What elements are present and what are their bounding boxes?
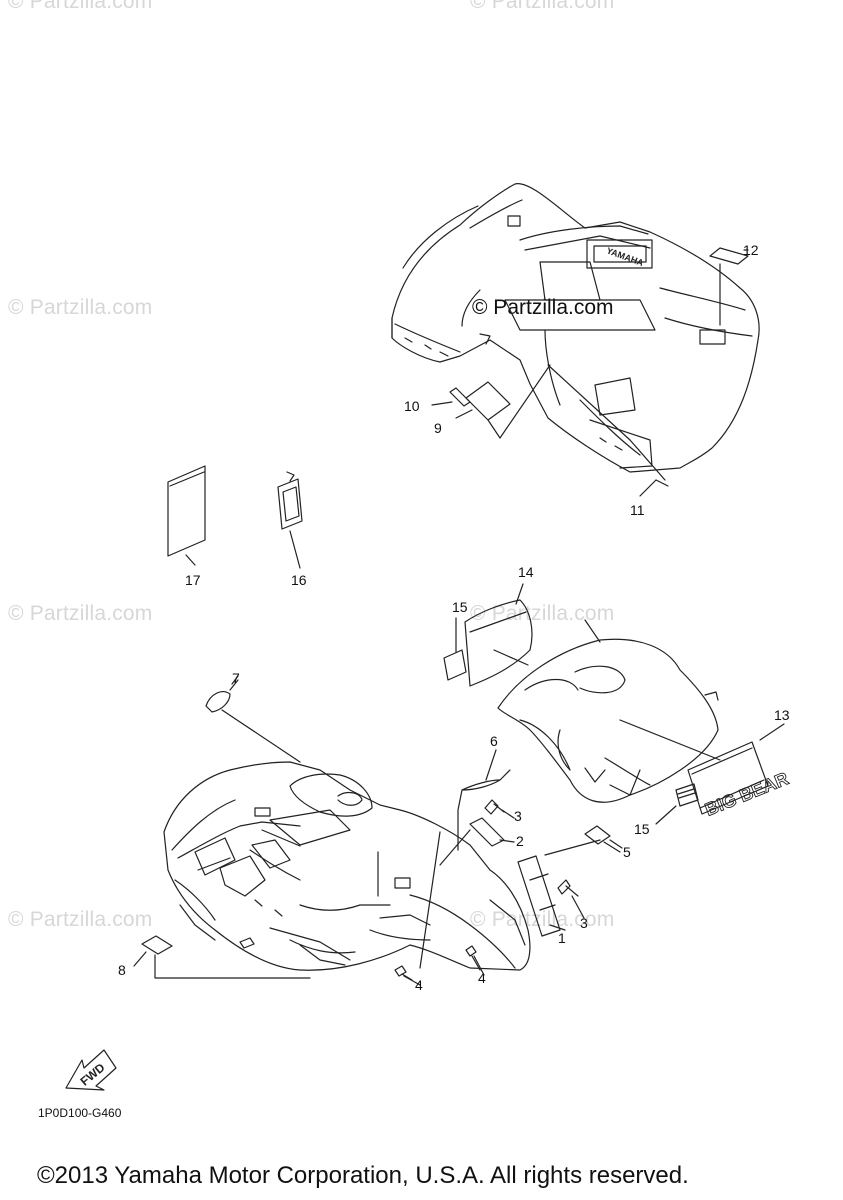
callout-3-lower: 3 (580, 915, 588, 931)
part-4-nut-right (465, 945, 481, 971)
callout-15-top: 15 (452, 599, 468, 615)
part-5-decal (584, 825, 623, 849)
callout-16: 16 (291, 572, 307, 588)
fwd-arrow (65, 1049, 117, 1091)
callout-17: 17 (185, 572, 201, 588)
callout-13: 13 (774, 707, 790, 723)
front-fender (163, 761, 531, 971)
callout-1: 1 (558, 930, 566, 946)
tank-cover (497, 619, 719, 803)
watermark: © Partzilla.com (8, 296, 153, 319)
callout-11: 11 (630, 502, 645, 518)
part-17-sticker (167, 465, 206, 557)
watermark: © Partzilla.com (8, 908, 153, 931)
rear-fender-emblem-text: YAMAHA (605, 246, 645, 269)
callout-15-bottom: 15 (634, 821, 650, 837)
part-15-decal-bottom (675, 783, 699, 807)
part-4-nut-left (394, 965, 413, 981)
part-2-plate (439, 817, 505, 866)
watermark: © Partzilla.com (470, 908, 615, 931)
part-3-screw-upper (484, 799, 505, 815)
leader-lines (133, 249, 785, 986)
part-10-screw (449, 387, 471, 407)
watermark: © Partzilla.com (8, 602, 153, 625)
callout-9: 9 (434, 420, 442, 436)
part-1-bracket (517, 839, 601, 937)
callout-5: 5 (623, 844, 631, 860)
callout-2: 2 (516, 833, 524, 849)
part-12-label (709, 247, 749, 326)
callout-4-left: 4 (415, 977, 423, 993)
fwd-label: FWD (78, 1060, 108, 1089)
callout-3-upper: 3 (514, 808, 522, 824)
callout-6: 6 (490, 733, 498, 749)
part-6-decal (457, 769, 511, 851)
part-7-cap (205, 675, 301, 763)
part-8-decal (141, 935, 311, 979)
part-14-panel (464, 599, 533, 687)
callout-10: 10 (404, 398, 420, 414)
callout-12: 12 (743, 242, 759, 258)
callout-7: 7 (232, 670, 240, 686)
diagram-code: 1P0D100-G460 (38, 1106, 122, 1120)
callout-8: 8 (118, 962, 126, 978)
watermark: © Partzilla.com (470, 0, 615, 13)
rear-fender (391, 183, 760, 473)
callout-14: 14 (518, 564, 534, 580)
callout-4-right: 4 (478, 970, 486, 986)
copyright-notice: ©2013 Yamaha Motor Corporation, U.S.A. A… (37, 1162, 689, 1189)
part-3-screw-lower (557, 879, 579, 897)
side-decal-text: BIG BEAR (702, 768, 791, 820)
part-16-sticker (277, 471, 303, 569)
watermark: © Partzilla.com (8, 0, 153, 13)
part-9-decal (449, 364, 669, 487)
part-15-decal-top (443, 649, 467, 681)
